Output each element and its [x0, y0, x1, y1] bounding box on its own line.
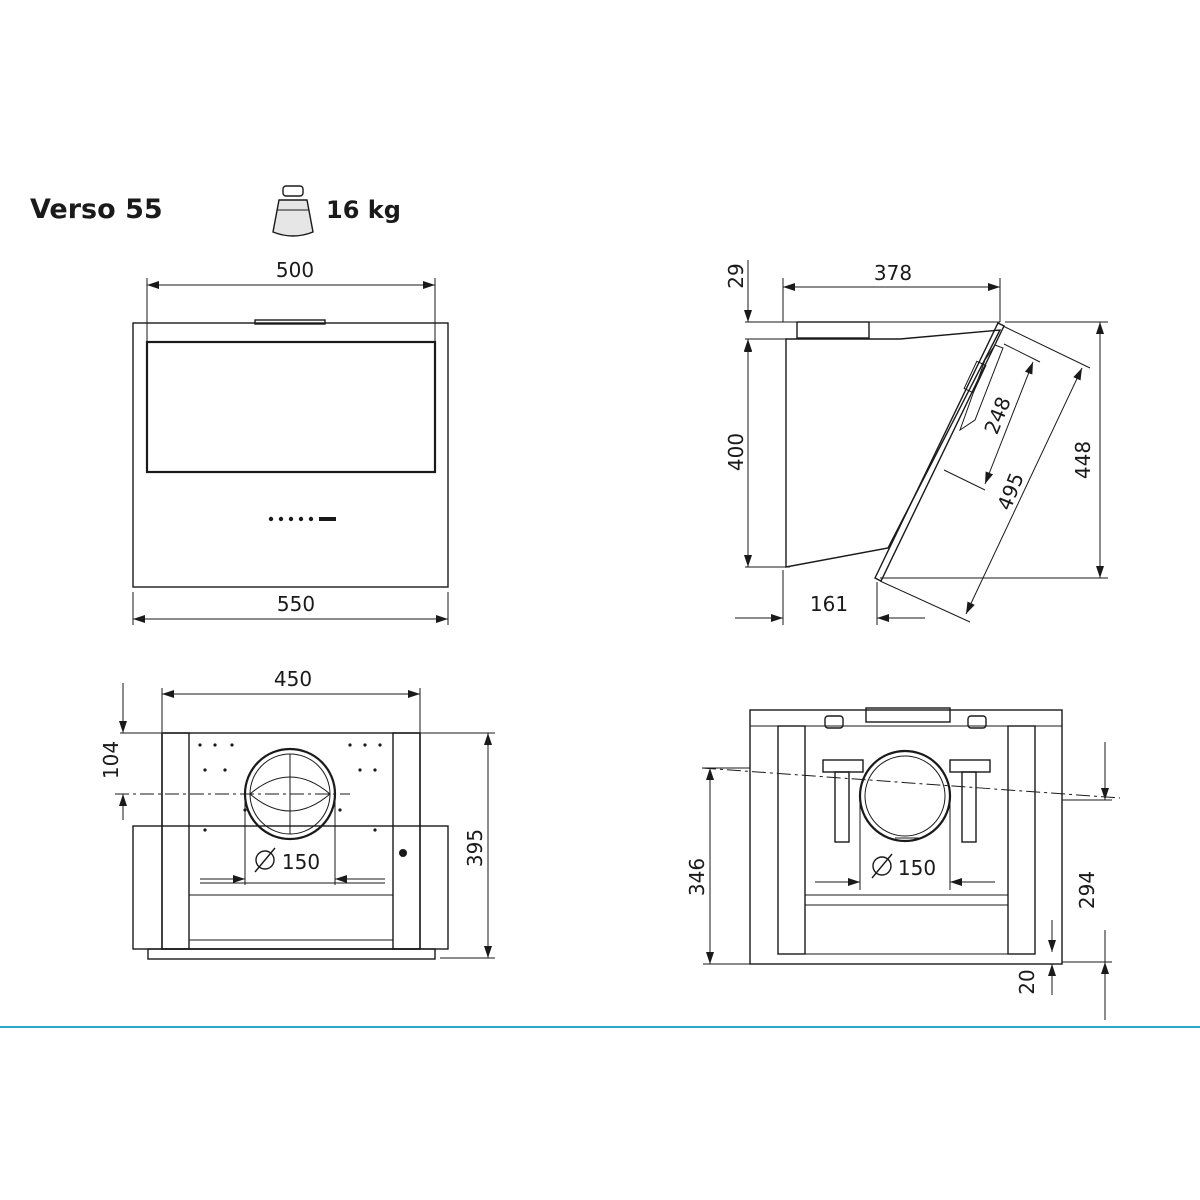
weight-icon: [272, 185, 314, 237]
side-depth: 378: [874, 261, 912, 285]
rear-height: 294: [1075, 871, 1099, 909]
side-hood-body: [785, 329, 1002, 568]
side-top-offset: 29: [724, 263, 748, 288]
back-total-height: 395: [463, 829, 487, 867]
side-total-height: 448: [1071, 441, 1095, 479]
back-view: [115, 683, 495, 960]
front-top-width: 500: [276, 258, 314, 282]
control-buttons: [268, 516, 336, 522]
model-title: Verso 55: [30, 194, 163, 225]
rear-duct: [858, 749, 952, 843]
back-duct: [243, 747, 337, 841]
front-bottom-width: 550: [277, 592, 315, 616]
rear-outer-frame: [749, 709, 1063, 965]
rear-duct-diameter: 150: [898, 856, 936, 880]
rear-duct-height: 346: [685, 858, 709, 896]
back-frame-width: 450: [274, 667, 312, 691]
side-height: 400: [724, 433, 748, 471]
side-glass-inner: 248: [979, 393, 1016, 437]
side-glass-length: 495: [992, 469, 1029, 513]
front-hood-body: [132, 322, 449, 588]
back-frame: [161, 732, 421, 950]
rear-bottom-offset: 20: [1015, 969, 1039, 994]
side-view: [735, 260, 1108, 625]
rear-view: [701, 707, 1121, 1020]
front-view: [132, 278, 449, 625]
back-duct-diameter: 150: [282, 850, 320, 874]
side-bottom-depth: 161: [810, 592, 848, 616]
weight-label: 16 kg: [326, 196, 401, 224]
front-glass-panel: [145, 340, 437, 474]
back-duct-offset: 104: [99, 741, 123, 779]
